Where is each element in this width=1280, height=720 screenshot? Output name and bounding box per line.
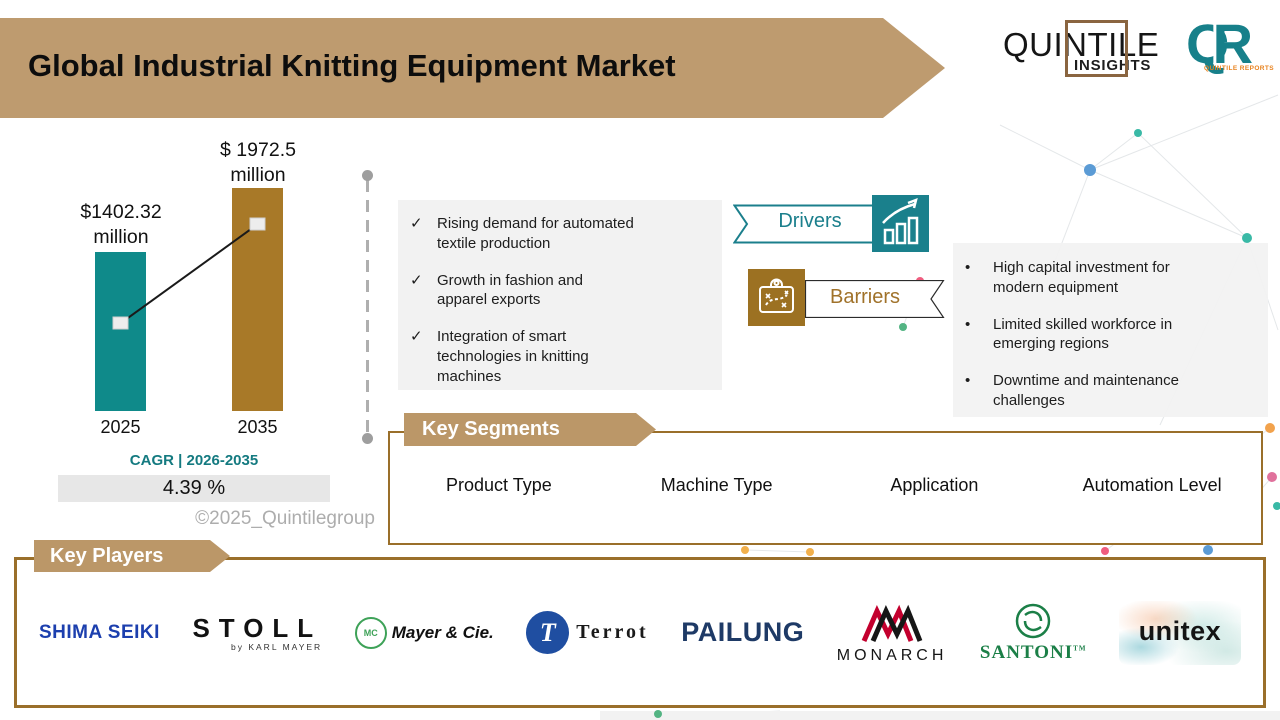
drivers-ribbon-shape: [733, 204, 883, 244]
barriers-ribbon: Barriers: [748, 269, 948, 329]
dashed-divider: [362, 170, 373, 444]
value-label-2035: $ 1972.5 million: [220, 139, 296, 187]
monarch-emblem: [861, 604, 923, 642]
mayer-cie-emblem: MC: [354, 616, 387, 649]
wordmark-prefix: QU: [1003, 26, 1054, 63]
title-banner: Global Industrial Knitting Equipment Mar…: [0, 18, 945, 118]
logo-row: SHIMA SEIKI STOLL by KARL MAYER MC Mayer…: [17, 560, 1263, 705]
list-item: ✓Integration of smart technologies in kn…: [410, 328, 589, 385]
check-icon: ✓: [410, 328, 423, 346]
quintile-wordmark: QUINTILE: [1003, 20, 1188, 77]
market-size-chart: $ 1972.5 million $1402.32 million 2025 2…: [40, 130, 375, 540]
logo-stoll: STOLL by KARL MAYER: [192, 613, 323, 652]
logo-unitex: unitex: [1118, 600, 1241, 665]
check-icon: ✓: [410, 215, 423, 232]
santoni-emblem: [1015, 603, 1051, 638]
insights-label: INSIGHTS: [1074, 57, 1152, 74]
bullet-icon: •: [965, 315, 971, 333]
logo-monarch: MONARCH: [837, 601, 948, 665]
qr-logo-r: R: [1212, 12, 1254, 75]
divider-dot-top: [362, 170, 373, 181]
cagr-value: 4.39 %: [58, 475, 330, 502]
bar-2035: [232, 188, 283, 411]
logo-terrot: T Terrot: [526, 611, 648, 654]
segment-automation-level: Automation Level: [1082, 475, 1222, 495]
key-players-box: SHIMA SEIKI STOLL by KARL MAYER MC Mayer…: [14, 557, 1266, 708]
drivers-title: Drivers: [778, 210, 842, 232]
barriers-ribbon-shape: [805, 280, 945, 318]
logo-shima-seiki: SHIMA SEIKI: [39, 621, 160, 643]
segment-machine-type: Machine Type: [660, 475, 773, 495]
bullet-icon: •: [965, 259, 971, 276]
drivers-ribbon: Drivers: [733, 194, 933, 254]
wordmark-frame: [1065, 20, 1128, 77]
trademark-symbol: TM: [1073, 644, 1087, 653]
quintile-reports-label: QUINTILE REPORTS: [1204, 65, 1274, 72]
list-item: ✓Rising demand for automated textile pro…: [410, 215, 634, 252]
quintile-reports-logo: QR QUINTILE REPORTS: [1186, 16, 1274, 73]
clipboard-strategy-icon: [748, 269, 805, 326]
key-players-banner: Key Players: [34, 540, 230, 572]
segment-application: Application: [890, 475, 979, 495]
x-tick-2025: 2025: [100, 417, 141, 437]
drivers-list: ✓Rising demand for automated textile pro…: [398, 200, 722, 390]
segments-row: Product Type Machine Type Application Au…: [390, 475, 1261, 496]
list-item: •Downtime and maintenance challenges: [965, 372, 1179, 409]
bullet-icon: •: [965, 372, 971, 390]
check-icon: ✓: [410, 271, 423, 289]
quintile-insights-logo: QUINTILE INSIGHTS: [1003, 20, 1188, 77]
qr-logo-q: Q: [1186, 12, 1230, 75]
page-title: Global Industrial Knitting Equipment Mar…: [28, 48, 676, 83]
barriers-title: Barriers: [829, 286, 900, 308]
list-item: ✓Growth in fashion and apparel exports: [410, 271, 583, 309]
copyright-watermark: ©2025_Quintilegroup: [195, 508, 375, 529]
bar-2025: [95, 252, 146, 411]
logo-santoni: SANTONITM: [980, 602, 1087, 664]
logo-pailung: PAILUNG: [681, 617, 805, 647]
list-item: •Limited skilled workforce in emerging r…: [965, 315, 1173, 353]
barriers-list: •High capital investment for modern equi…: [953, 243, 1268, 417]
key-segments-box: Product Type Machine Type Application Au…: [388, 431, 1263, 545]
logo-mayer-cie: MC Mayer & Cie.: [354, 616, 494, 649]
cagr-label: CAGR | 2026-2035: [129, 452, 259, 469]
wordmark-suffix: E: [1136, 26, 1160, 63]
list-item: •High capital investment for modern equi…: [965, 259, 1170, 296]
key-segments-banner: Key Segments: [404, 413, 656, 446]
value-label-2025: $1402.32 million: [80, 201, 162, 249]
divider-dot-bottom: [362, 433, 373, 444]
growth-chart-icon: [872, 195, 929, 252]
segment-product-type: Product Type: [446, 475, 552, 495]
x-tick-2035: 2035: [237, 417, 278, 437]
terrot-emblem: T: [526, 611, 570, 654]
